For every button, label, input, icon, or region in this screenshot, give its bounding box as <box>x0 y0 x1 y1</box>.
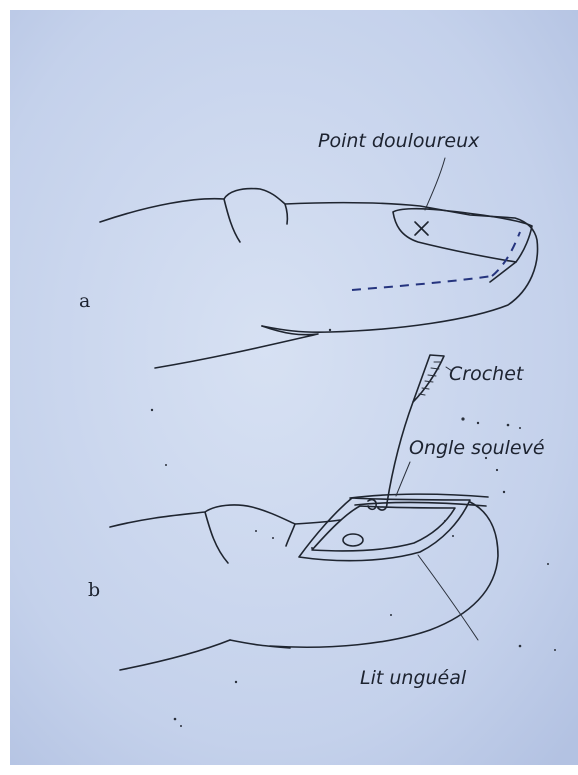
label-crochet: Crochet <box>449 363 525 385</box>
panel-letter-b: b <box>88 579 100 601</box>
label-ongle-souleve: Ongle soulevé <box>409 437 545 459</box>
label-point-douloureux: Point douloureux <box>318 130 480 152</box>
paper-background <box>10 10 578 765</box>
label-lit-ungueal: Lit unguéal <box>360 667 467 689</box>
panel-letter-a: a <box>79 290 90 312</box>
